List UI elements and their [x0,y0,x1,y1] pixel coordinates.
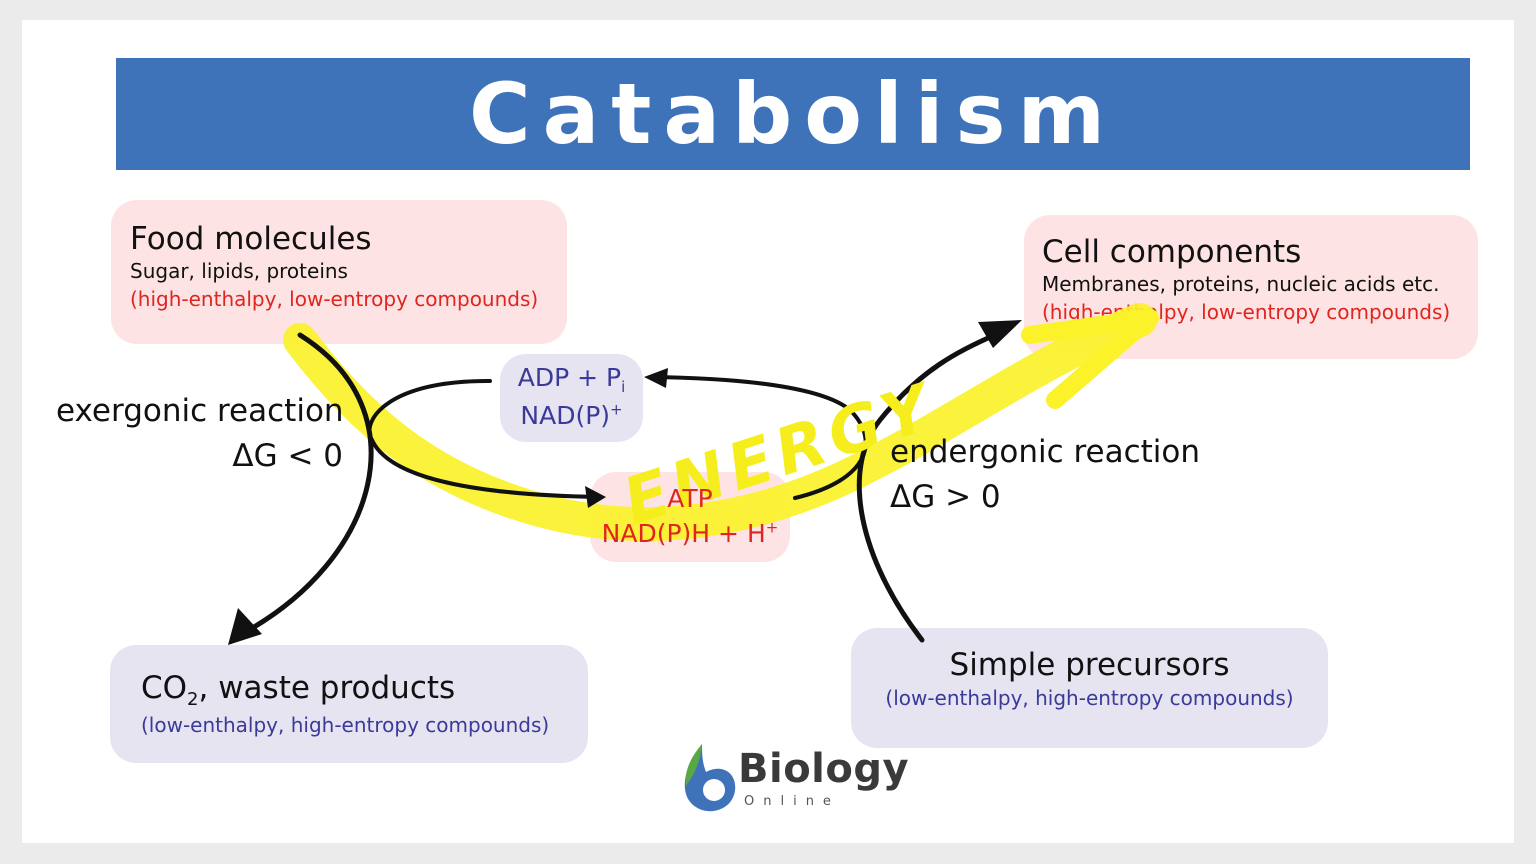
endergonic-arrowhead [978,320,1022,348]
cell-components-examples: Membranes, proteins, nucleic acids etc. [1042,271,1440,296]
waste-products-title: CO2, waste products [141,670,456,711]
leaf-drop-icon [684,744,736,812]
nadp-line: NAD(P)+ [520,400,623,430]
logo-wordmark: Biology [738,746,910,792]
energy-arrowhead [1021,309,1159,409]
atp-to-adp-arrowhead [644,368,668,388]
adp-nadp-label: ADP + Pi NAD(P)+ [500,360,643,433]
energy-band [283,303,1157,542]
waste-products-note: (low-enthalpy, high-entropy compounds) [141,712,550,737]
atp-nadph-label: ATP NAD(P)H + H+ [590,481,790,551]
simple-precursors-box: Simple precursors (low-enthalpy, high-en… [851,628,1328,748]
endergonic-arrow [856,332,998,643]
title-banner: Catabolism [116,58,1470,170]
endergonic-delta: ΔG > 0 [890,479,1001,515]
exergonic-label: exergonic reaction [56,393,344,429]
food-molecules-note: (high-enthalpy, low-entropy compounds) [130,286,539,311]
simple-precursors-title: Simple precursors [949,647,1230,683]
endergonic-label: endergonic reaction [890,434,1201,470]
waste-products-box: CO2, waste products (low-enthalpy, high-… [110,645,588,763]
exergonic-arrow [237,332,374,638]
adp-box [500,354,643,442]
food-molecules-box: Food molecules Sugar, lipids, proteins (… [111,200,567,344]
exergonic-arrowhead [228,608,262,645]
adp-to-atp-arrowhead [585,486,606,508]
cell-components-title: Cell components [1042,234,1302,270]
food-molecules-title: Food molecules [130,221,372,257]
simple-precursors-note: (low-enthalpy, high-entropy compounds) [885,685,1294,710]
atp-line: ATP [667,484,713,513]
atp-to-adp-arrow [648,375,868,500]
logo-subtitle: Online [744,794,840,809]
adp-line: ADP + Pi [517,363,626,396]
page-title: Catabolism [468,65,1118,163]
exergonic-delta: ΔG < 0 [232,438,343,474]
food-molecules-examples: Sugar, lipids, proteins [130,258,348,283]
adp-to-atp-arrow [367,378,602,499]
nadph-line: NAD(P)H + H+ [601,518,779,548]
biology-online-logo: Biology Online [680,738,920,818]
